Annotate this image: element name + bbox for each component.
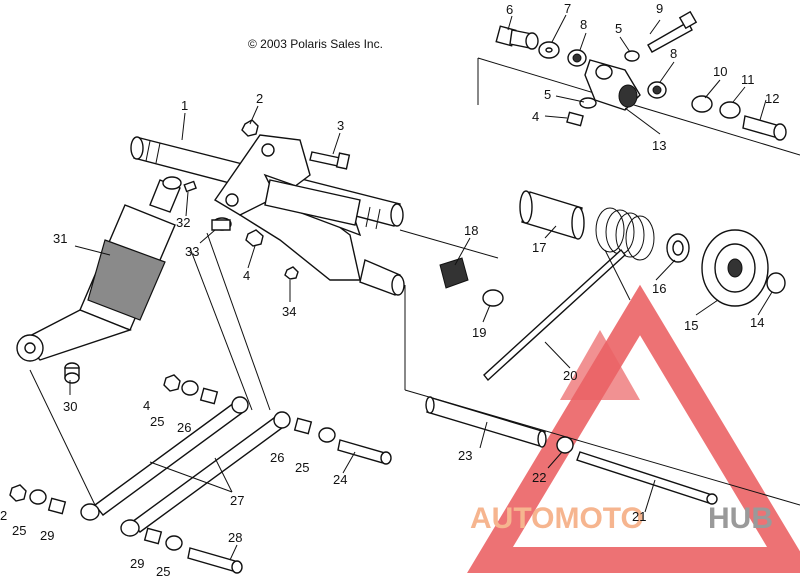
- callout-4-lower: 4: [143, 398, 150, 413]
- callout-15: 15: [684, 318, 698, 333]
- callout-1: 1: [181, 98, 188, 113]
- callout-31: 31: [53, 231, 67, 246]
- callout-23: 23: [458, 448, 472, 463]
- callout-29: 29: [40, 528, 54, 543]
- link-rods-part-27: [80, 396, 291, 537]
- callout-6: 6: [506, 2, 513, 17]
- callout-20: 20: [563, 368, 577, 383]
- callout-16: 16: [652, 281, 666, 296]
- callout-25-b: 25: [295, 460, 309, 475]
- callout-2-lower: 2: [0, 508, 7, 523]
- callout-2: 2: [256, 91, 263, 106]
- callout-30: 30: [63, 399, 77, 414]
- callout-22: 22: [532, 470, 546, 485]
- leader-lines: [69, 14, 773, 561]
- pulley-assembly: [666, 229, 786, 307]
- small-hardware: [64, 119, 299, 384]
- torsion-spring-part-20: [483, 207, 655, 382]
- watermark-brand-1: AUTOMOTO: [470, 502, 644, 535]
- cross-tube: [264, 179, 405, 296]
- rod-part-23: [425, 396, 718, 505]
- callout-9: 9: [656, 1, 663, 16]
- callout-26-b: 26: [270, 450, 284, 465]
- callout-8-b: 8: [670, 46, 677, 61]
- callout-18: 18: [464, 223, 478, 238]
- callout-7: 7: [564, 1, 571, 16]
- clip-part-18: [439, 257, 504, 307]
- callout-5-b: 5: [544, 87, 551, 102]
- callout-labels: 1 2 3 4 31 32 33 34 30 4 25 26 26 25 24 …: [0, 1, 779, 577]
- callout-29-b: 29: [130, 556, 144, 571]
- sleeve-part-17: [519, 190, 585, 240]
- callout-12: 12: [765, 91, 779, 106]
- callout-17: 17: [532, 240, 546, 255]
- callout-28: 28: [228, 530, 242, 545]
- callout-14: 14: [750, 315, 764, 330]
- callout-5: 5: [615, 21, 622, 36]
- callout-27: 27: [230, 493, 244, 508]
- callout-24: 24: [333, 472, 347, 487]
- callout-4-upper: 4: [532, 109, 539, 124]
- callout-33: 33: [185, 244, 199, 259]
- lower-hardware: [9, 374, 392, 574]
- callout-3: 3: [337, 118, 344, 133]
- callout-34: 34: [282, 304, 296, 319]
- shock-absorber-part-31: [16, 176, 182, 506]
- watermark-brand-2: HUB: [708, 502, 773, 535]
- callout-13: 13: [652, 138, 666, 153]
- callout-32: 32: [176, 215, 190, 230]
- callout-25: 25: [150, 414, 164, 429]
- watermark-logo: [467, 284, 800, 573]
- callout-4: 4: [243, 268, 250, 283]
- callout-19: 19: [472, 325, 486, 340]
- callout-8: 8: [580, 17, 587, 32]
- callout-26: 26: [177, 420, 191, 435]
- bolt-part-3: [309, 151, 351, 170]
- callout-11: 11: [741, 72, 755, 87]
- callout-25-d: 25: [156, 564, 170, 577]
- copyright-text: © 2003 Polaris Sales Inc.: [248, 37, 383, 51]
- upper-right-hardware: [495, 10, 787, 141]
- callout-10: 10: [713, 64, 727, 79]
- callout-25-c: 25: [12, 523, 26, 538]
- callout-21: 21: [632, 509, 646, 524]
